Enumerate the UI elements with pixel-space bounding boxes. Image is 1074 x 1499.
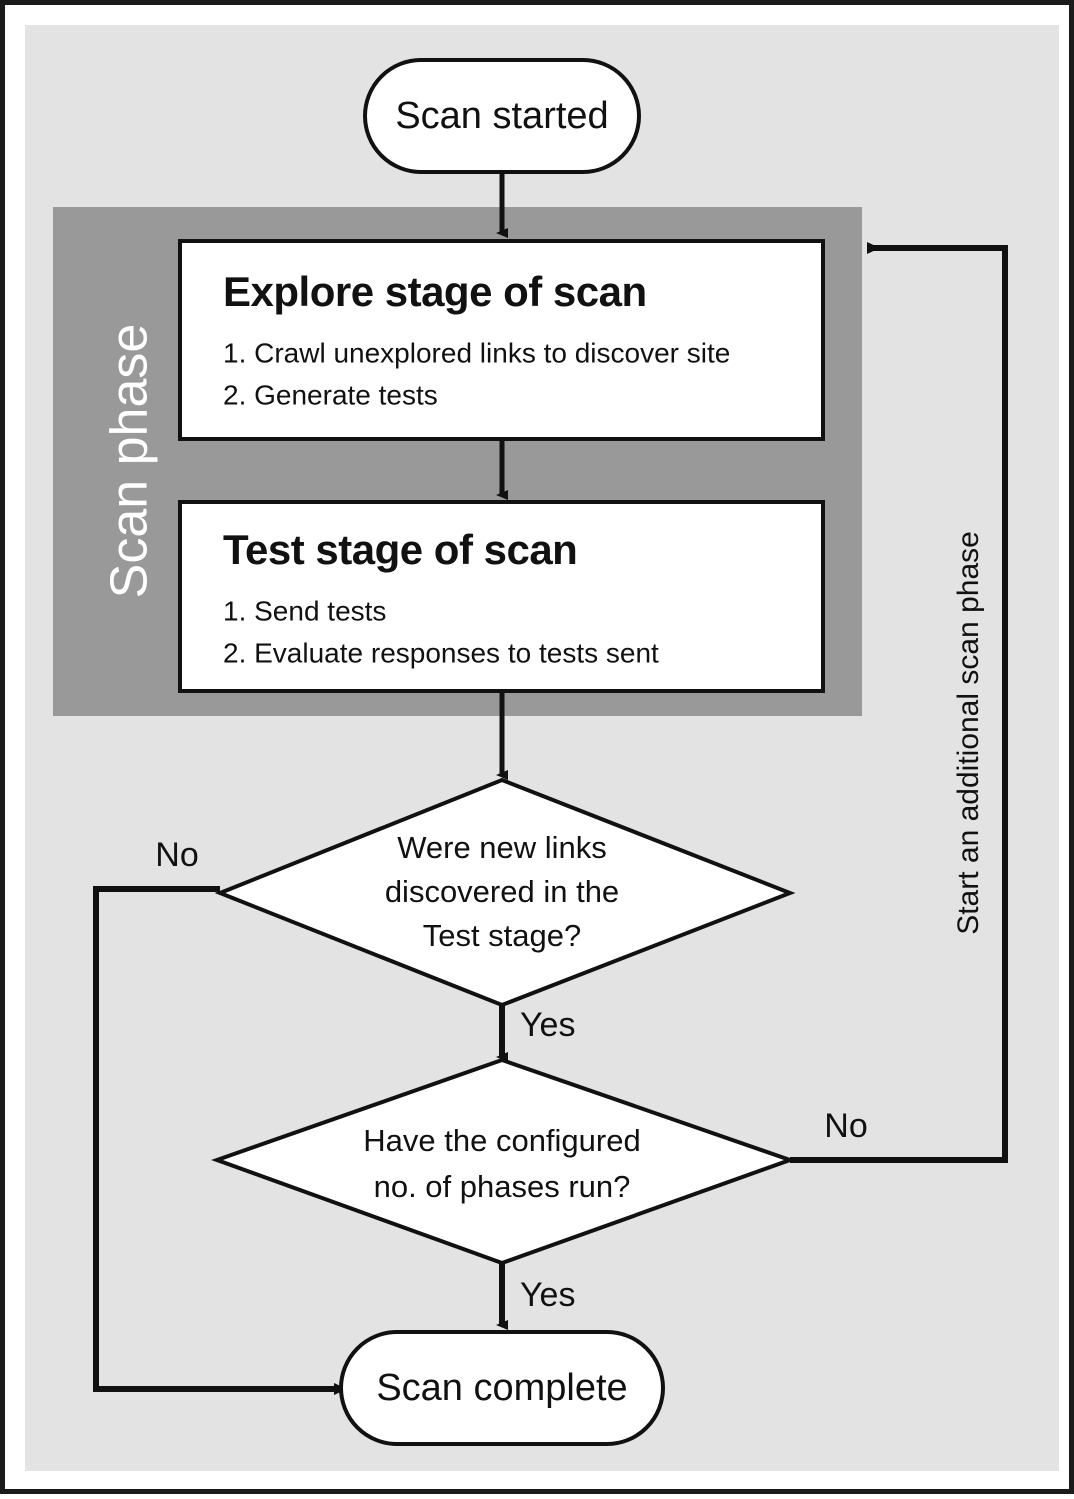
edge-label-phases-run-yes: Yes	[520, 1276, 575, 1314]
test-stage-title: Test stage of scan	[223, 526, 577, 573]
edge-label-new-links-no: No	[155, 836, 198, 874]
decision-new-links-line-2: discovered in the	[385, 874, 619, 909]
swimlane-label: Scan phase	[101, 324, 159, 599]
loop-back-label: Start an additional scan phase	[952, 531, 985, 935]
decision-phases-run-line-1: Have the configured	[363, 1123, 640, 1158]
scan-phase-flowchart: Scan phase Scan started Explore stage of…	[25, 25, 1059, 1471]
edge-new-links-no	[93, 886, 347, 1395]
explore-stage-box	[178, 239, 825, 441]
edge-label-phases-run-no: No	[824, 1107, 867, 1145]
end-terminal-label: Scan complete	[376, 1367, 627, 1409]
test-stage-step-2: 2. Evaluate responses to tests sent	[223, 637, 659, 668]
start-terminal-label: Scan started	[395, 95, 608, 137]
decision-new-links-line-3: Test stage?	[423, 918, 582, 953]
decision-phases-run-line-2: no. of phases run?	[374, 1169, 631, 1204]
test-stage-step-1: 1. Send tests	[223, 595, 386, 626]
explore-stage-title: Explore stage of scan	[223, 268, 647, 315]
explore-stage-step-2: 2. Generate tests	[223, 379, 438, 410]
end-terminal-shape	[339, 1330, 665, 1446]
test-stage-box	[178, 500, 825, 693]
decision-new-links-line-1: Were new links	[397, 830, 607, 865]
edge-label-new-links-yes: Yes	[520, 1006, 575, 1044]
edge-phases-run-no-loop	[790, 242, 1008, 1163]
explore-stage-step-1: 1. Crawl unexplored links to discover si…	[223, 337, 730, 368]
